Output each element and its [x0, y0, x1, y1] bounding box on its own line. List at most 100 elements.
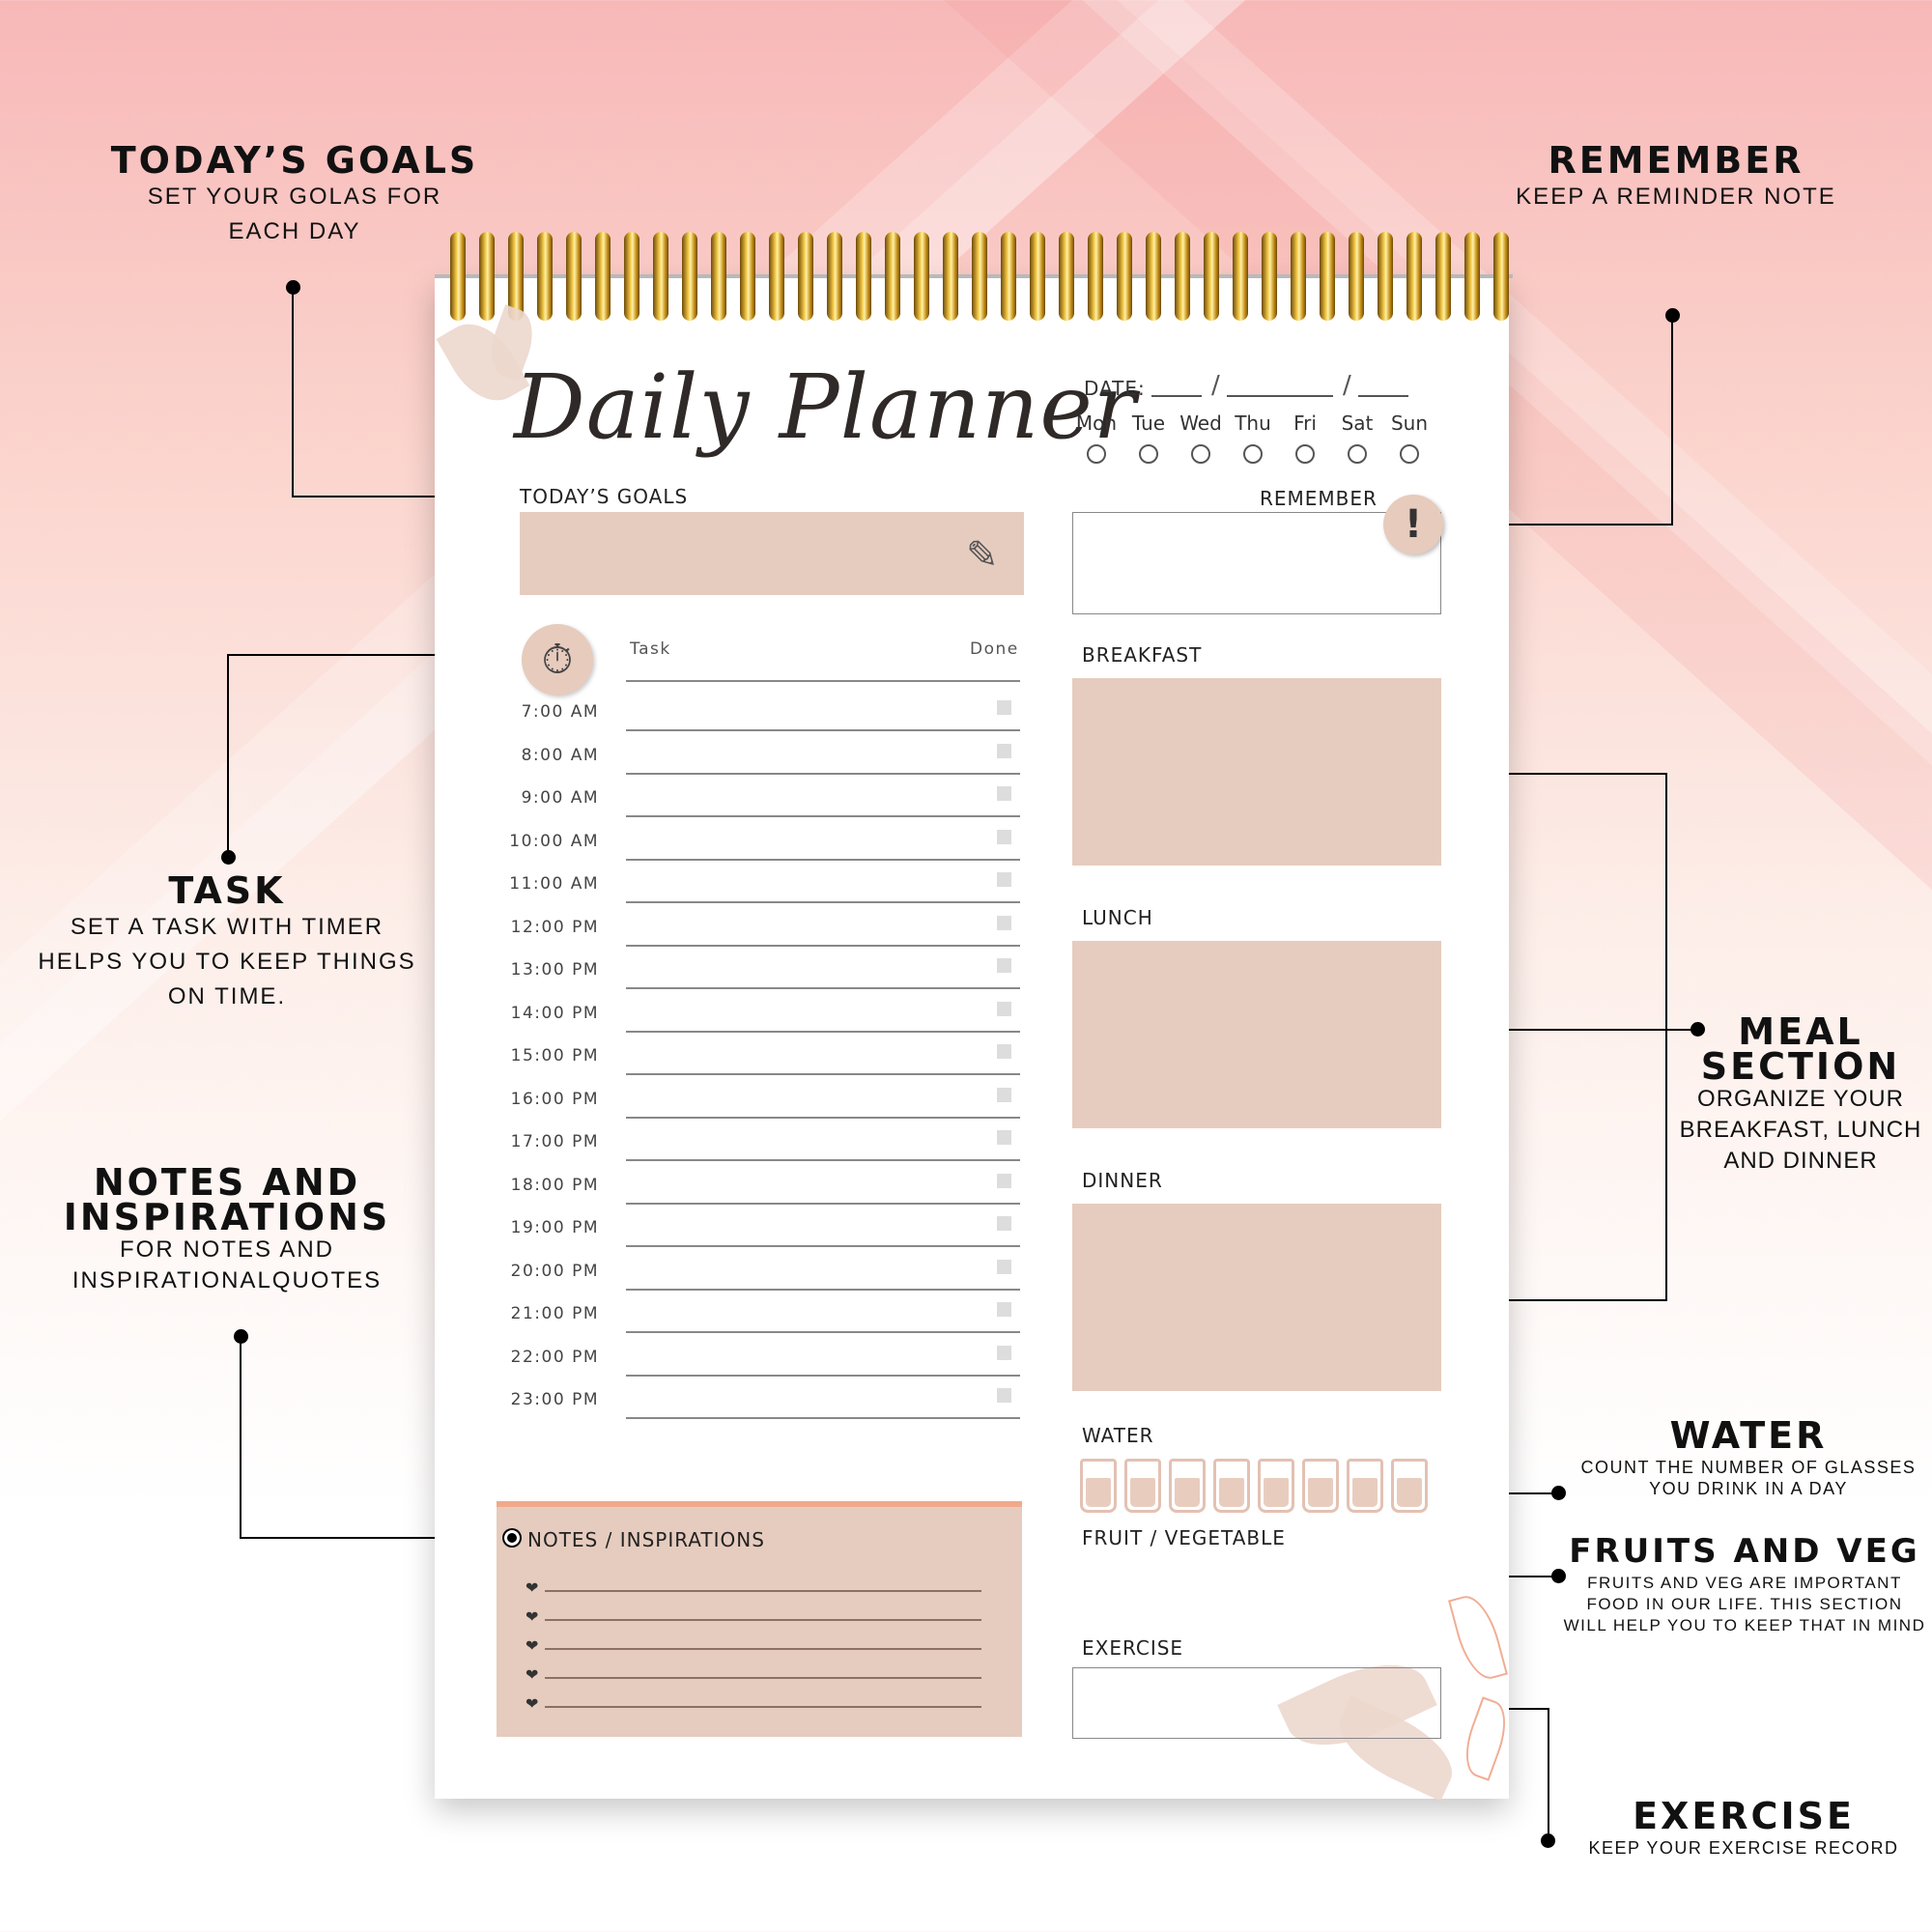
spiral-ring: [1204, 232, 1219, 321]
weekday-option[interactable]: Fri: [1279, 412, 1331, 464]
dinner-box[interactable]: [1072, 1204, 1441, 1391]
weekday-radio[interactable]: [1139, 444, 1158, 464]
done-checkbox[interactable]: [997, 1216, 1011, 1231]
weekday-option[interactable]: Tue: [1122, 412, 1175, 464]
weekday-option[interactable]: Thu: [1227, 412, 1279, 464]
note-line[interactable]: [545, 1706, 981, 1708]
done-checkbox[interactable]: [997, 700, 1011, 715]
water-glass-icon[interactable]: [1124, 1459, 1161, 1513]
remember-box[interactable]: [1072, 512, 1441, 614]
note-line[interactable]: [545, 1619, 981, 1621]
task-row[interactable]: 15:00 PM: [502, 1033, 1024, 1075]
task-row[interactable]: 12:00 PM: [502, 904, 1024, 947]
lunch-label: LUNCH: [1082, 906, 1153, 929]
apple-icon[interactable]: 🍎︎: [1307, 1553, 1359, 1601]
weekday-radio[interactable]: [1400, 444, 1419, 464]
goals-box[interactable]: [520, 512, 1024, 595]
done-checkbox[interactable]: [997, 1044, 1011, 1059]
task-line: [626, 1331, 1020, 1333]
weekday-option[interactable]: Sat: [1331, 412, 1383, 464]
done-checkbox[interactable]: [997, 1345, 1011, 1360]
done-checkbox[interactable]: [997, 1259, 1011, 1274]
task-row[interactable]: 16:00 PM: [502, 1076, 1024, 1119]
done-checkbox[interactable]: [997, 1388, 1011, 1403]
connector-line: [1470, 1576, 1559, 1577]
weekday-radio[interactable]: [1295, 444, 1315, 464]
water-glass-icon[interactable]: [1080, 1459, 1117, 1513]
task-row[interactable]: 19:00 PM: [502, 1205, 1024, 1247]
task-time: 21:00 PM: [510, 1304, 599, 1323]
task-time: 15:00 PM: [510, 1046, 599, 1065]
spiral-ring: [1030, 232, 1045, 321]
weekday-option[interactable]: Mon: [1070, 412, 1122, 464]
task-row[interactable]: 8:00 AM: [502, 732, 1024, 775]
water-glass-icon[interactable]: [1302, 1459, 1339, 1513]
water-glass-icon[interactable]: [1213, 1459, 1250, 1513]
weekday-radio[interactable]: [1243, 444, 1263, 464]
callout-title: TODAY’S GOALS: [110, 139, 479, 182]
weekday-radio[interactable]: [1348, 444, 1367, 464]
date-month-field[interactable]: [1227, 395, 1333, 397]
breakfast-box[interactable]: [1072, 678, 1441, 866]
callout-fruits: FRUITS AND VEG FRUITS AND VEG ARE IMPORT…: [1559, 1534, 1930, 1636]
spiral-ring: [1406, 232, 1422, 321]
weekday-radio[interactable]: [1087, 444, 1106, 464]
goals-label: TODAY’S GOALS: [520, 485, 689, 508]
callout-exercise: EXERCISE KEEP YOUR EXERCISE RECORD: [1575, 1798, 1913, 1859]
task-row[interactable]: 11:00 AM: [502, 861, 1024, 903]
task-row[interactable]: 23:00 PM: [502, 1377, 1024, 1419]
water-glass-icon[interactable]: [1391, 1459, 1428, 1513]
task-line: [626, 901, 1020, 903]
remember-label: REMEMBER: [1260, 487, 1378, 510]
weekday-option[interactable]: Wed: [1175, 412, 1227, 464]
spiral-ring: [972, 232, 987, 321]
done-checkbox[interactable]: [997, 958, 1011, 973]
lunch-box[interactable]: [1072, 941, 1441, 1128]
task-row[interactable]: 22:00 PM: [502, 1334, 1024, 1377]
task-row[interactable]: 18:00 PM: [502, 1162, 1024, 1205]
done-checkbox[interactable]: [997, 1302, 1011, 1317]
apple-icon[interactable]: 🍎︎: [1262, 1553, 1314, 1601]
apple-icon[interactable]: 🍎︎: [1352, 1553, 1405, 1601]
apple-icon[interactable]: 🍎︎: [1125, 1553, 1178, 1601]
done-checkbox[interactable]: [997, 915, 1011, 930]
done-checkbox[interactable]: [997, 1001, 1011, 1016]
date-year-field[interactable]: [1358, 395, 1408, 397]
task-row[interactable]: 20:00 PM: [502, 1248, 1024, 1291]
connector-ring: [504, 1530, 520, 1546]
water-glass-icon[interactable]: [1258, 1459, 1294, 1513]
done-checkbox[interactable]: [997, 829, 1011, 844]
task-row[interactable]: 21:00 PM: [502, 1291, 1024, 1333]
spiral-ring: [1059, 232, 1074, 321]
done-checkbox[interactable]: [997, 1130, 1011, 1145]
apple-icon[interactable]: 🍎︎: [1171, 1553, 1223, 1601]
water-glass-icon[interactable]: [1169, 1459, 1206, 1513]
task-row[interactable]: 17:00 PM: [502, 1119, 1024, 1161]
task-row[interactable]: 13:00 PM: [502, 947, 1024, 989]
task-row[interactable]: 10:00 AM: [502, 818, 1024, 861]
exercise-box[interactable]: [1072, 1667, 1441, 1739]
note-line[interactable]: [545, 1590, 981, 1592]
task-row[interactable]: 14:00 PM: [502, 990, 1024, 1033]
task-row[interactable]: 9:00 AM: [502, 775, 1024, 817]
task-header: Task: [630, 639, 671, 659]
spiral-ring: [885, 232, 900, 321]
task-time: 23:00 PM: [510, 1390, 599, 1409]
weekday-option[interactable]: Sun: [1383, 412, 1435, 464]
magic-pencil-icon: ✎: [966, 533, 999, 578]
date-day-field[interactable]: [1151, 395, 1202, 397]
callout-title: SECTION: [1700, 1045, 1901, 1088]
done-checkbox[interactable]: [997, 872, 1011, 887]
apple-icon[interactable]: 🍎︎: [1080, 1553, 1132, 1601]
note-line[interactable]: [545, 1677, 981, 1679]
done-checkbox[interactable]: [997, 786, 1011, 801]
apple-icon[interactable]: 🍎︎: [1216, 1553, 1268, 1601]
done-checkbox[interactable]: [997, 743, 1011, 758]
done-checkbox[interactable]: [997, 1173, 1011, 1188]
apple-icon[interactable]: 🍎︎: [1398, 1553, 1450, 1601]
done-checkbox[interactable]: [997, 1087, 1011, 1102]
weekday-radio[interactable]: [1191, 444, 1210, 464]
task-row[interactable]: 7:00 AM: [502, 689, 1024, 731]
water-glass-icon[interactable]: [1347, 1459, 1383, 1513]
note-line[interactable]: [545, 1648, 981, 1650]
